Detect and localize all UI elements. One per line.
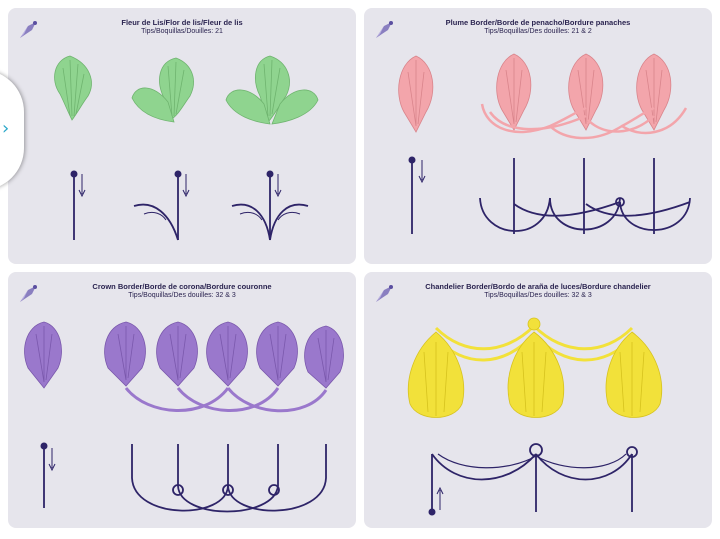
chevron-right-icon[interactable]: ›	[2, 118, 10, 139]
plume-strings	[480, 103, 688, 140]
panel-chandelier-border: Chandelier Border/Bordo de araña de luce…	[364, 272, 712, 528]
panel-tips: Tips/Boquillas/Des douilles: 32 & 3	[128, 292, 236, 299]
panel-tips: Tips/Boquillas/Des douilles: 32 & 3	[484, 292, 592, 299]
fleur-shell-two	[131, 57, 194, 123]
panel-tips: Tips/Boquillas/Des douilles: 21 & 2	[484, 28, 592, 35]
panel-crown-border: Crown Border/Borde de corona/Bordure cou…	[8, 272, 356, 528]
crown-shells	[24, 321, 344, 389]
panel-title: Fleur de Lis/Flor de lis/Fleur de lis	[121, 18, 243, 27]
fleur-diagram	[70, 170, 309, 241]
crown-strings	[124, 387, 328, 413]
fleur-shell-single	[54, 55, 92, 121]
panel-title: Plume Border/Borde de penacho/Bordure pa…	[445, 18, 631, 27]
piping-bag-icon	[376, 21, 393, 38]
piping-bag-icon	[20, 21, 37, 38]
piping-bag-icon	[376, 285, 393, 302]
panel-fleur-de-lis: Fleur de Lis/Flor de lis/Fleur de lis Ti…	[8, 8, 356, 264]
crown-diagram	[40, 442, 327, 513]
piping-bag-icon	[20, 285, 37, 302]
plume-diagram	[408, 156, 691, 234]
chandelier-diagram	[428, 443, 638, 516]
panel-tips: Tips/Boquillas/Douilles: 21	[141, 28, 223, 35]
fleur-shell-three	[225, 55, 319, 125]
panel-title: Crown Border/Borde de corona/Bordure cou…	[92, 282, 272, 291]
panel-title: Chandelier Border/Bordo de araña de luce…	[425, 282, 651, 291]
chandelier-tassels	[407, 317, 663, 418]
panel-plume-border: Plume Border/Borde de penacho/Bordure pa…	[364, 8, 712, 264]
